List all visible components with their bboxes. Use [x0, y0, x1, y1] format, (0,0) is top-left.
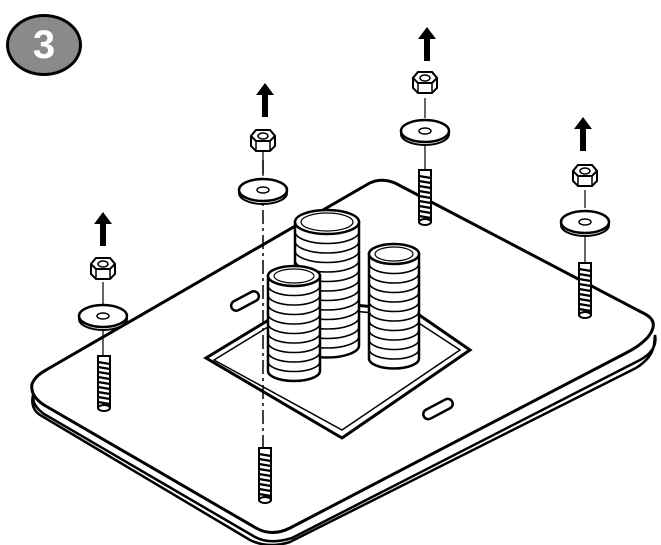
step-badge: 3: [6, 14, 82, 76]
threaded-stud-icon: [96, 354, 112, 413]
step-number: 3: [32, 23, 56, 67]
spacer-stack-front: [266, 264, 322, 383]
washer-icon: [399, 118, 451, 147]
up-arrow-icon: [574, 117, 592, 151]
hex-nut-icon: [412, 71, 438, 94]
up-arrow-icon: [418, 27, 436, 61]
hex-nut-icon: [572, 164, 598, 187]
spacer-stack-right: [367, 242, 421, 370]
guide-lines: [102, 98, 586, 356]
up-arrow-icon: [94, 212, 112, 246]
washer-icon: [237, 177, 289, 206]
threaded-stud-icon: [257, 446, 273, 505]
up-arrow-icon: [256, 83, 274, 117]
threaded-stud-icon: [417, 168, 433, 227]
threaded-stud-icon: [577, 261, 593, 320]
hex-nut-icon: [90, 257, 116, 280]
slot-right: [422, 397, 454, 421]
hex-nut-icon: [250, 129, 276, 152]
slot-left: [229, 290, 261, 312]
washer-icon: [559, 209, 611, 238]
washer-icon: [77, 303, 129, 332]
